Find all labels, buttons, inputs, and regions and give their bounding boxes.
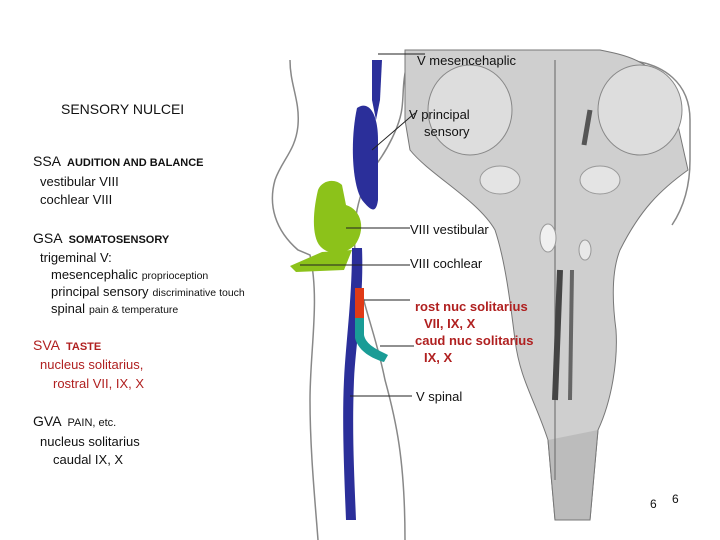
label-v-mesencephalic: V mesencehaplic bbox=[417, 53, 516, 68]
sva-name: SVA bbox=[33, 337, 60, 353]
label-rostral-solitarius-1: rost nuc solitarius bbox=[415, 299, 528, 314]
ssa-line-2: cochlear VIII bbox=[40, 192, 113, 207]
ssa-tag: AUDITION AND BALANCE bbox=[67, 157, 204, 169]
brainstem-outline-left bbox=[271, 59, 319, 540]
label-caudal-solitarius-1: caud nuc solitarius bbox=[415, 333, 534, 348]
brainstem-outline bbox=[353, 59, 691, 540]
ssa-name: SSA bbox=[33, 153, 62, 169]
gva-line-2: caudal IX, X bbox=[53, 452, 124, 467]
vestibular-nucleus bbox=[313, 180, 362, 253]
sva-line-1: nucleus solitarius, bbox=[40, 357, 144, 372]
gva-heading: GVA PAIN, etc. bbox=[33, 413, 116, 429]
gva-name: GVA bbox=[33, 413, 62, 429]
cochlear-nucleus bbox=[290, 250, 352, 272]
gsa-line-4-note: pain & temperature bbox=[88, 304, 179, 316]
gsa-line-3-main: principal sensory bbox=[51, 284, 149, 299]
gsa-line-2-main: mesencephalic bbox=[51, 267, 138, 282]
gsa-line-3-note: discriminative touch bbox=[152, 287, 245, 299]
label-viii-vestibular: VIII vestibular bbox=[410, 222, 489, 237]
gva-tag: PAIN, etc. bbox=[67, 417, 117, 429]
sva-heading: SVA TASTE bbox=[33, 337, 101, 353]
sva-line-2: rostral VII, IX, X bbox=[53, 376, 145, 391]
gsa-line-2-note: proprioception bbox=[141, 270, 209, 282]
rostral-nuc-solitarius bbox=[355, 288, 364, 318]
ssa-heading: SSA AUDITION AND BALANCE bbox=[33, 153, 204, 169]
gva-line-1: nucleus solitarius bbox=[40, 434, 140, 449]
label-rostral-solitarius-2: VII, IX, X bbox=[424, 316, 476, 331]
label-v-principal-2: sensory bbox=[424, 124, 470, 139]
sva-tag: TASTE bbox=[65, 341, 102, 353]
page-number: 6 bbox=[650, 497, 657, 511]
ssa-line-1: vestibular VIII bbox=[40, 174, 119, 189]
caudal-nuc-solitarius bbox=[355, 318, 388, 362]
page-number-secondary: 6 bbox=[672, 492, 679, 506]
page-title: SENSORY NULCEI bbox=[61, 101, 185, 117]
label-caudal-solitarius-2: IX, X bbox=[424, 350, 453, 365]
gsa-heading: GSA SOMATOSENSORY bbox=[33, 230, 169, 246]
gsa-line-1: trigeminal V: bbox=[40, 250, 112, 265]
label-v-spinal: V spinal bbox=[416, 389, 463, 404]
gsa-line-4-main: spinal bbox=[51, 301, 85, 316]
label-v-principal-1: V principal bbox=[409, 107, 470, 122]
v-mesencephalic-nucleus bbox=[372, 60, 382, 120]
gsa-name: GSA bbox=[33, 230, 63, 246]
gsa-tag: SOMATOSENSORY bbox=[68, 234, 170, 246]
v-principal-sensory-nucleus bbox=[352, 105, 378, 210]
dorsal-brainstem bbox=[404, 49, 689, 521]
label-viii-cochlear: VIII cochlear bbox=[410, 256, 483, 271]
